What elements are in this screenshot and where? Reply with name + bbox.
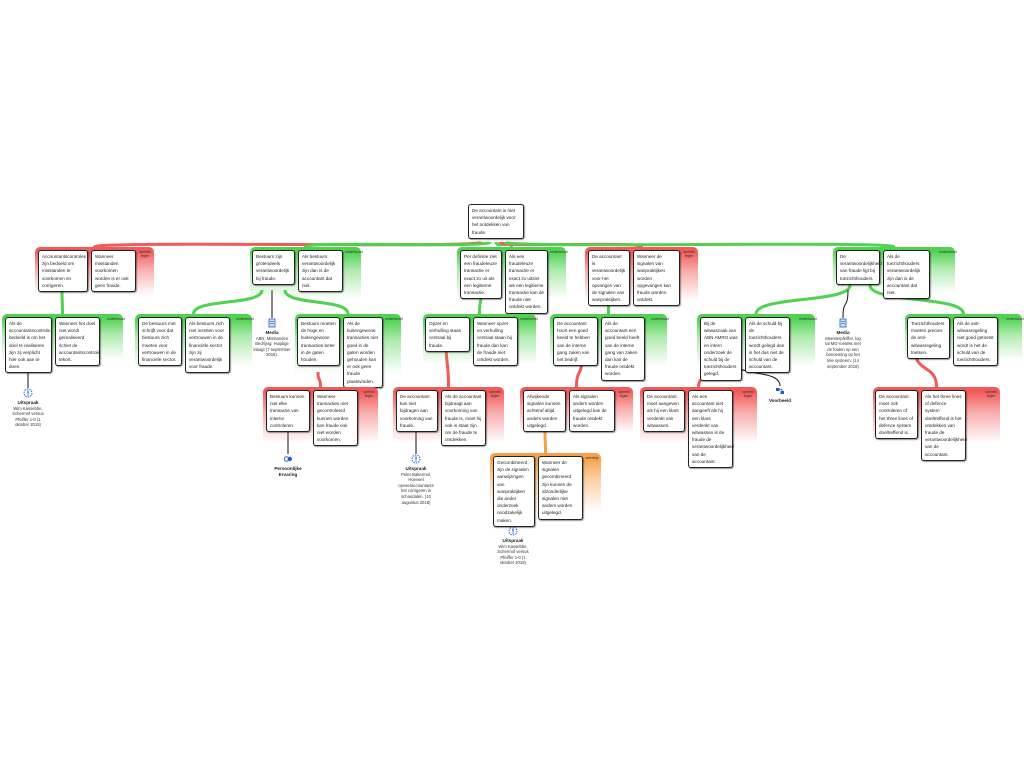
source-type: Voorbeeld — [768, 398, 792, 403]
source-type: Uitspraak — [502, 538, 524, 543]
co-premise-box[interactable]: Wanneer het doel niet wordt gerealiseerd… — [55, 317, 100, 367]
source-type: Uitspraak — [17, 400, 39, 405]
source-text: Meesterpfeiffer, log tal MG-roeteks met … — [825, 335, 861, 369]
premise-box[interactable]: De accountant kan niet bijdragen aan voo… — [396, 390, 438, 433]
co-premise-box[interactable]: Wanneer de signalen gecombineerd zijn ku… — [538, 456, 583, 520]
premise-box[interactable]: Bestuurs zijn grotendeels verantwoordeli… — [252, 250, 295, 285]
relation-label: spreekt tegen — [742, 390, 754, 398]
source-text: Peter Bakermol, Hoeveel opvoeraccountant… — [398, 471, 434, 505]
example-icon — [776, 388, 784, 394]
quote-icon — [411, 454, 421, 464]
media-icon — [268, 318, 276, 328]
premise-box[interactable]: Gecombineerd zijn de signalen aanwijzing… — [493, 456, 535, 527]
co-premise-box[interactable]: Als het three lines of defence system do… — [921, 390, 967, 461]
relation-label: onderbouwt — [1006, 317, 1024, 321]
source-type: Uitspraak — [405, 466, 427, 471]
co-premise-box[interactable]: Als de accountant een goed beeld heeft v… — [601, 317, 645, 381]
co-premise-box[interactable]: Als de toezichthouders verantwoordelijk … — [883, 250, 930, 300]
source-link — [842, 289, 849, 319]
source-text: ABN, Misstanden Bedrijvig: Huijdige klaa… — [253, 335, 291, 358]
source-type: Media — [836, 330, 850, 335]
relation-label: onderbouwt — [520, 317, 538, 321]
relation-label: spreekt tegen — [363, 390, 375, 398]
relation-label: onderbouwt — [799, 317, 817, 321]
root-claim[interactable]: De accountant is niet verantwoordelijk v… — [468, 204, 524, 239]
source-text: Wim Kassebbe, Schermof versus Pfeiffer 1… — [12, 405, 44, 428]
premise-box[interactable]: De accountant hoort een goed beeld te he… — [553, 317, 598, 367]
co-premise-box[interactable]: Als de anti-witwasregeling niet goed get… — [953, 317, 998, 367]
connector-line — [316, 371, 322, 388]
premise-box[interactable]: Bestuurs moeten de hoge en buitengewone … — [297, 317, 340, 367]
premise-box[interactable]: De accountant moet aangeven als hij een … — [643, 390, 685, 433]
co-premise-box[interactable]: Als de accountant bijdraagt aan voorkomi… — [441, 390, 486, 447]
relation-label: weerlegt — [585, 456, 599, 460]
connector-line — [543, 429, 547, 454]
relation-label: onderbouwt — [651, 317, 669, 321]
quote-icon — [23, 388, 33, 398]
co-premise-box[interactable]: Wanneer misstanden voorkomen worden is e… — [91, 250, 136, 293]
co-premise-box[interactable]: Als een fraudeleuze transactie er exact … — [505, 250, 548, 314]
premise-box[interactable]: Opzet en verhulling staan centraal bij f… — [425, 317, 470, 352]
media-icon — [839, 318, 847, 328]
source-type: Persoonlijke Ervaring — [274, 466, 302, 477]
relation-label: spreekt tegen — [489, 390, 501, 398]
relation-label: onderbouwt — [550, 250, 568, 254]
premise-box[interactable]: Bestuurs kunnen niet elke transactie van… — [266, 390, 310, 433]
premise-box[interactable]: Afwijkende signalen kunnen achteraf alti… — [523, 390, 566, 433]
source-text: Wim Kassebbe, Schermof versus Pfeiffer 1… — [497, 543, 529, 566]
premise-box[interactable]: De bestuurs met schrijft voor dat bestuu… — [138, 317, 182, 367]
premise-box[interactable]: De verantwoordelijkheid van fraude ligt … — [836, 250, 882, 285]
co-premise-box[interactable]: Als bestuurs zich niet inzetten voor ver… — [185, 317, 230, 374]
relation-label: onderbouwt — [385, 317, 403, 321]
relation-label: spreekt tegen — [985, 390, 997, 398]
source-node[interactable]: Voorbeeld — [760, 386, 800, 404]
premise-box[interactable]: De accountant moet ook controleren of he… — [875, 390, 918, 440]
quote-icon — [508, 526, 518, 536]
co-premise-box[interactable]: Wanneer transacties niet gecontroleerd k… — [313, 390, 358, 447]
premise-box[interactable]: Accountantscontroles zijn bedoeld om mis… — [38, 250, 88, 293]
premise-box[interactable]: Toezichthouders moeten precies de anti-w… — [907, 317, 950, 360]
source-type: Media — [265, 330, 279, 335]
connector-line — [503, 240, 896, 249]
co-premise-box[interactable]: Als een accountant niet aangeeft als hij… — [688, 390, 734, 469]
premise-box[interactable]: De accountant is verantwoordelijk voor h… — [588, 250, 630, 307]
co-premise-box[interactable]: Als de schuld bij de toezichthouders wor… — [745, 317, 790, 374]
premise-box[interactable]: Per definitie ziet een fraudeleuze trans… — [460, 250, 502, 300]
relation-label: onderbouwt — [939, 250, 957, 254]
relation-label: onderbouwt — [236, 317, 254, 321]
premise-box[interactable]: Bij de witwaszaak van ABN AMRO was en in… — [700, 317, 742, 381]
co-premise-box[interactable]: Wanneer opzet en verhulling centraal sta… — [473, 317, 518, 367]
co-premise-box[interactable]: Als signalen anders worden uitgelegd kan… — [569, 390, 615, 433]
source-node[interactable]: Persoonlijke Ervaring — [268, 454, 308, 477]
co-premise-box[interactable]: Als de buitengewone transacties niet goe… — [343, 317, 383, 388]
relation-label: spreekt tegen — [618, 390, 630, 398]
relation-label: spreekt tegen — [139, 250, 151, 258]
relation-label: onderbouwt — [345, 250, 363, 254]
connector-line — [304, 240, 492, 249]
co-premise-box[interactable]: Wanneer de signalen van wanpraktijken wo… — [633, 250, 680, 307]
premise-box[interactable]: Als de accountantscontrole bedoeld is om… — [5, 317, 52, 374]
relation-label: onderbouwt — [107, 317, 125, 321]
person-icon — [283, 456, 292, 462]
relation-label: spreekt tegen — [683, 250, 695, 258]
co-premise-box[interactable]: Als bestuurs verantwoordelijk zijn dan i… — [298, 250, 343, 293]
